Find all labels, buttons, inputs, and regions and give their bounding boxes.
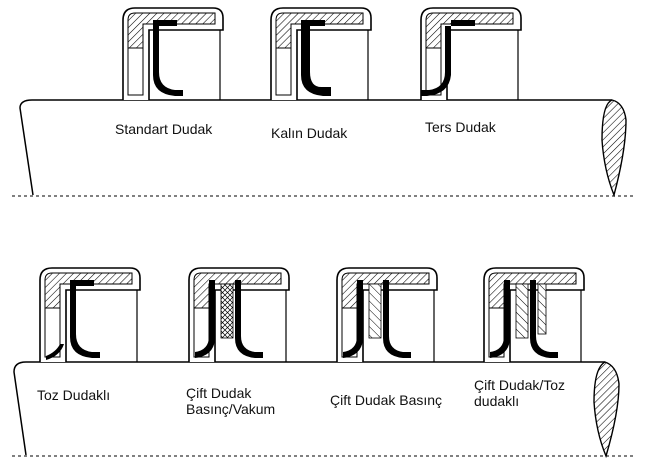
seal-label-standart: Standart Dudak — [115, 121, 213, 137]
seal-label-kalin: Kalın Dudak — [271, 125, 348, 141]
seal-kalin — [270, 7, 372, 100]
shaft-row-1 — [12, 99, 636, 198]
seal-label-ters: Ters Dudak — [425, 119, 497, 135]
seal-standart — [122, 7, 224, 100]
seal-cift-vakum — [188, 267, 290, 362]
seal-cift-toz — [483, 267, 585, 362]
seal-cift-basinc — [336, 267, 438, 362]
seal-toz — [39, 267, 141, 362]
seal-ters — [420, 7, 522, 100]
seal-label-toz: Toz Dudaklı — [37, 387, 110, 403]
shaft-row-2 — [12, 361, 636, 459]
seal-label-cift-basinc: Çift Dudak Basınç — [330, 392, 442, 408]
